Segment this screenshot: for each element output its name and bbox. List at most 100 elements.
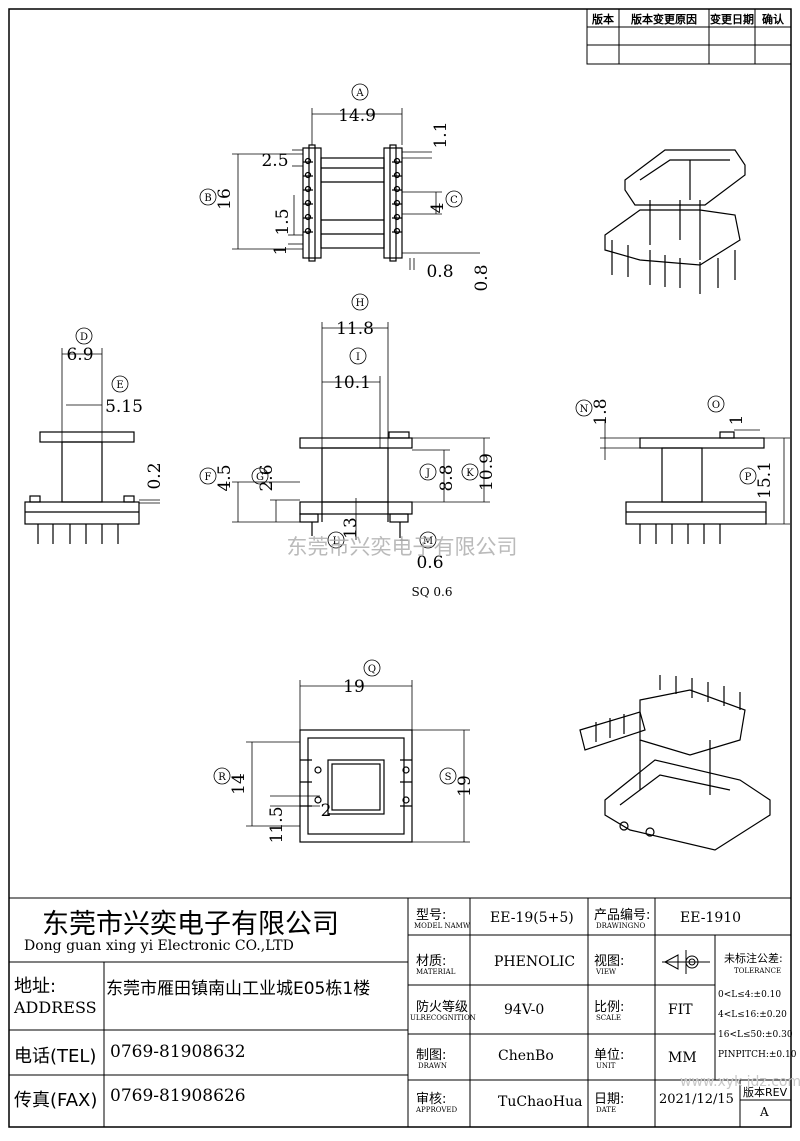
dim-B-value: 16	[215, 188, 235, 210]
tolerance-row-2: 4<L≤16:±0.20	[718, 1010, 787, 1020]
approved-label-cn: 审核:	[416, 1092, 447, 1107]
company-name-en: Dong guan xing yi Electronic CO.,LTD	[24, 938, 294, 954]
address-label-cn: 地址:	[14, 976, 57, 997]
label-C: C	[450, 195, 458, 206]
view-label-cn: 视图:	[594, 954, 625, 969]
iso-view-top	[604, 149, 746, 294]
label-F: F	[205, 472, 212, 483]
fire-label-en: ULRECOGNITION	[410, 1014, 476, 1022]
dim-sq: SQ 0.6	[412, 585, 453, 599]
model-label-cn: 型号:	[416, 908, 447, 923]
date-value: 2021/12/15	[659, 1092, 734, 1107]
company-name-cn: 东莞市兴奕电子有限公司	[42, 909, 339, 940]
rev-header-confirm: 确认	[762, 12, 785, 26]
label-R: R	[218, 772, 226, 783]
dim-A-value: 14.9	[338, 106, 376, 126]
material-value: PHENOLIC	[494, 954, 576, 970]
label-Q-circle	[363, 659, 381, 677]
label-I: I	[356, 352, 360, 363]
dim-2-bottom: 2	[321, 801, 332, 821]
watermark: 东莞市兴奕电子有限公司	[287, 535, 518, 559]
center-view-dims	[232, 322, 490, 541]
side-view-right-dims	[600, 420, 790, 525]
label-I-circle	[349, 347, 367, 365]
dim-S-value: 19	[455, 775, 475, 797]
dim-R-value: 14	[229, 773, 249, 795]
label-N: N	[580, 404, 589, 415]
side-view-left-dims	[61, 348, 160, 504]
label-Q: Q	[368, 664, 376, 675]
view-label-en: VIEW	[596, 968, 617, 976]
label-C-circle	[445, 190, 463, 208]
dim-H-value: 11.8	[336, 319, 374, 339]
tolerance-title-en: TOLERANCE	[734, 967, 782, 975]
model-value: EE-19(5+5)	[490, 910, 574, 926]
label-K: K	[466, 468, 474, 479]
drawing-label-en: DRAWINGNO	[596, 922, 646, 930]
tel-label: 电话(TEL)	[14, 1046, 97, 1067]
side-view-right	[625, 431, 767, 544]
dim-O-value: 1	[727, 415, 747, 426]
material-label-en: MATERIAL	[416, 968, 456, 976]
label-M-circle	[419, 531, 437, 549]
rev-value: A	[760, 1105, 769, 1119]
dim-G-value: 2.6	[257, 464, 277, 491]
approved-value: TuChaoHua	[498, 1094, 583, 1110]
dim-N-value: 1.8	[591, 398, 611, 425]
dim-2-5: 2.5	[261, 151, 288, 171]
rev-header-reason: 版本变更原因	[631, 12, 697, 26]
label-M: M	[423, 536, 433, 547]
label-R-circle	[213, 767, 231, 785]
rev-header-date: 变更日期	[710, 12, 754, 26]
label-K-circle	[461, 463, 479, 481]
date-label-cn: 日期:	[594, 1092, 625, 1107]
dim-M-value: 0.6	[416, 553, 443, 573]
dim-D-value: 6.9	[66, 345, 93, 365]
scale-label-en: SCALE	[596, 1014, 621, 1022]
model-label-en: MODEL NAMW	[414, 922, 471, 930]
dim-L-value: 13	[341, 517, 361, 539]
fax-value: 0769-81908626	[110, 1086, 246, 1106]
tolerance-row-1: 0<L≤4:±0.10	[718, 990, 782, 1000]
label-O-circle	[707, 395, 725, 413]
dim-1-1: 1.1	[431, 121, 451, 148]
address-value: 东莞市雁田镇南山工业城E05栋1楼	[106, 979, 371, 999]
label-S-circle	[439, 767, 457, 785]
label-L: L	[333, 536, 340, 547]
label-E-circle	[111, 375, 129, 393]
dim-K-value: 10.9	[477, 453, 497, 491]
label-P-circle	[739, 467, 757, 485]
bottom-view-dims	[246, 680, 470, 843]
date-label-en: DATE	[596, 1106, 617, 1114]
drawing-label-cn: 产品编号:	[594, 908, 651, 923]
dim-0-2: 0.2	[145, 462, 165, 489]
drawing-value: EE-1910	[680, 910, 742, 926]
label-B: B	[204, 193, 211, 204]
label-L-circle	[327, 531, 345, 549]
dim-I-value: 10.1	[333, 373, 371, 393]
dim-0-8-b: 0.8	[472, 264, 492, 291]
label-G-circle	[251, 467, 269, 485]
dim-E-value: 5.15	[105, 397, 143, 417]
dim-C-value: 4	[428, 203, 448, 214]
approved-label-en: APPROVED	[416, 1106, 458, 1114]
title-block-grid	[8, 897, 792, 1128]
revision-table	[586, 8, 792, 65]
dim-J-value: 8.8	[437, 464, 457, 491]
site-watermark: www.xyk jdz.com	[680, 1074, 800, 1090]
dim-0-8-a: 0.8	[426, 262, 453, 282]
fax-label: 传真(FAX)	[14, 1090, 98, 1111]
label-S: S	[445, 772, 452, 783]
rev-label: 版本REV	[743, 1086, 788, 1099]
fire-label-cn: 防火等级	[416, 1000, 469, 1015]
label-E: E	[116, 380, 123, 391]
label-D: D	[80, 332, 88, 343]
label-A-circle	[351, 83, 369, 101]
dim-1-5-bottom: 1.5	[267, 806, 287, 833]
label-A: A	[355, 88, 364, 99]
bottom-view	[299, 729, 413, 843]
center-view	[299, 431, 413, 538]
label-G: G	[256, 472, 264, 483]
unit-label-cn: 单位:	[594, 1048, 625, 1063]
